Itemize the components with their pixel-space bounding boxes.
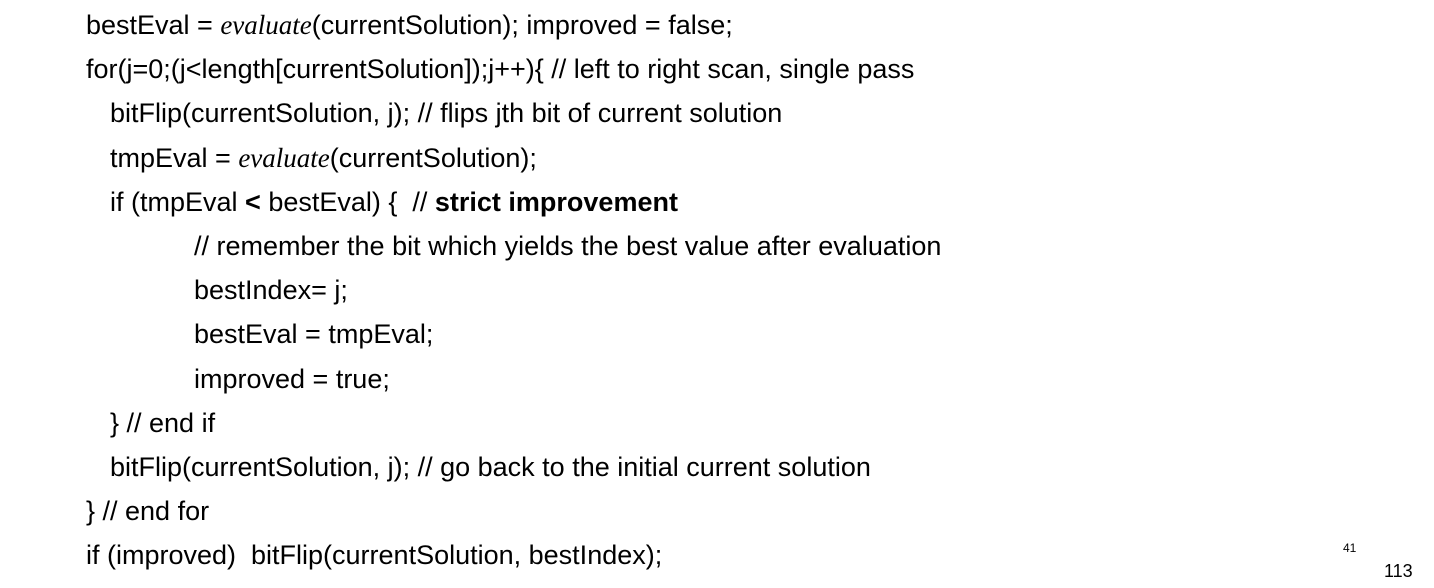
function-name: evaluate [220,10,312,40]
code-line-1: bestEval = evaluate(currentSolution); im… [86,3,1336,47]
code-line-7: bestIndex= j; [194,275,348,306]
code-line-10: } // end if [110,407,216,438]
code-text: bestEval = [86,10,221,40]
code-text: tmpEval = [110,142,239,173]
code-line-6: // remember the bit which yields the bes… [194,230,942,261]
code-line-2: for(j=0;(j<length[currentSolution]);j++)… [86,54,915,85]
code-line-12: } // end for [86,496,210,527]
code-text: (currentSolution); improved = false; [311,10,733,40]
code-line-11: bitFlip(currentSolution, j); // go back … [110,451,871,482]
less-than-operator: < [245,186,261,217]
code-line-4: tmpEval = evaluate(currentSolution); [86,136,1336,180]
slide-number-small: 41 [1343,541,1357,555]
bold-comment: strict improvement [434,186,678,217]
page-number: 113 [1384,561,1413,581]
code-line-8: bestEval = tmpEval; [194,319,434,350]
code-block: bestEval = evaluate(currentSolution); im… [86,3,1336,577]
code-line-9: improved = true; [194,363,390,394]
code-line-5: if (tmpEval < bestEval) { // strict impr… [86,180,1336,224]
code-line-13: if (improved) bitFlip(currentSolution, b… [86,540,663,571]
function-name: evaluate [238,142,330,173]
code-text: bestEval) { // [260,186,435,217]
code-text: if (tmpEval [110,186,246,217]
code-text: (currentSolution); [329,142,537,173]
code-line-3: bitFlip(currentSolution, j); // flips jt… [110,98,783,129]
